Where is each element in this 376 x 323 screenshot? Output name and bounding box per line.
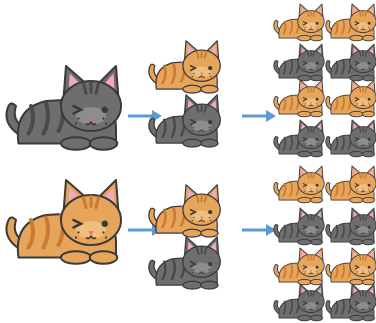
gray-cat-winking-icon xyxy=(5,65,122,151)
orange-cat-icon xyxy=(273,3,325,42)
gray-cat-icon xyxy=(325,119,376,158)
gray-cat-icon xyxy=(325,207,376,246)
orange-cat-icon xyxy=(148,184,221,238)
row-1-arrow-1-icon xyxy=(128,110,162,122)
orange-cat-icon xyxy=(325,165,376,204)
orange-cat-icon xyxy=(273,165,325,204)
orange-cat-icon xyxy=(273,79,325,118)
gray-cat-icon xyxy=(325,43,376,82)
orange-cat-icon xyxy=(148,40,221,94)
gray-cat-icon xyxy=(325,283,376,322)
orange-cat-icon xyxy=(325,247,376,286)
orange-cat-icon xyxy=(325,3,376,42)
gray-cat-icon xyxy=(273,207,325,246)
gray-cat-icon xyxy=(148,94,221,148)
gray-cat-icon xyxy=(273,283,325,322)
orange-cat-icon xyxy=(273,247,325,286)
orange-cat-winking-icon xyxy=(5,179,122,265)
orange-cat-icon xyxy=(325,79,376,118)
row-2-arrow-2-icon xyxy=(242,224,276,236)
gray-cat-icon xyxy=(273,43,325,82)
gray-cat-icon xyxy=(273,119,325,158)
row-1-arrow-2-icon xyxy=(242,110,276,122)
gray-cat-icon xyxy=(148,236,221,290)
